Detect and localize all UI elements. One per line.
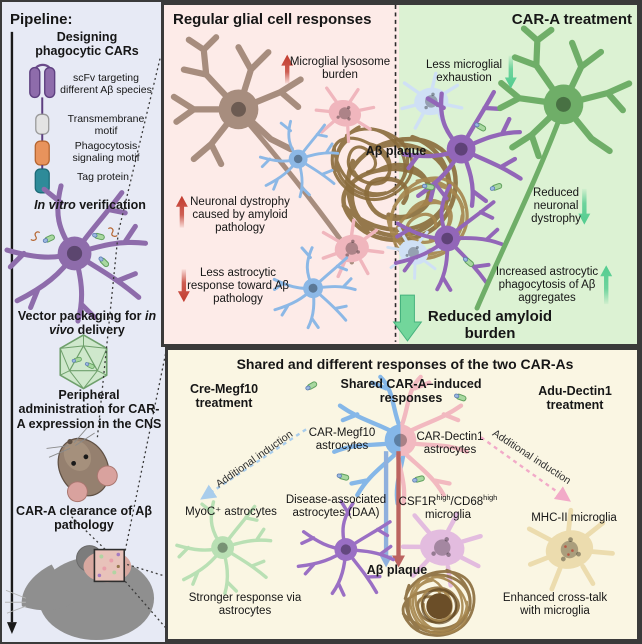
- invitro-rest: verification: [75, 198, 146, 212]
- step-vector-packaging: Vector packaging for in vivo delivery: [17, 309, 157, 338]
- reduced-dystrophy-label: Reduced neuronal dystrophy: [531, 187, 581, 226]
- shared-responses-label: Shared CAR-A–induced responses: [340, 377, 482, 406]
- increased-phagocytosis-label: Increased astrocytic phagocytosis of Aβ …: [495, 266, 599, 305]
- untreated-panel-title: Regular glial cell responses: [173, 11, 372, 28]
- signaling-motif-label: Phagocytosis signaling motif: [72, 140, 140, 164]
- transmembrane-label: Transmembrane motif: [67, 113, 145, 137]
- pipeline-title: Pipeline:: [10, 11, 73, 28]
- stronger-response-label: Stronger response via astrocytes: [188, 592, 302, 618]
- abeta-plaque-label-bottom: Aβ plaque: [366, 563, 428, 577]
- mhc2-microglia-label: MHC-II microglia: [531, 512, 617, 524]
- csf1r-cd68-microglia-label: CSF1Rhigh/CD68high microglia: [398, 493, 498, 521]
- car-dectin1-astrocytes-label: CAR-Dectin1 astrocytes: [416, 431, 484, 457]
- daa-label: Disease-associated astrocytes (DAA): [285, 494, 387, 520]
- adu-dectin1-treatment-label: Adu-Dectin1 treatment: [538, 384, 612, 413]
- abeta-plaque-label-top: Aβ plaque: [365, 144, 427, 158]
- step-car-clearance: CAR-A clearance of Aβ pathology: [16, 504, 152, 533]
- lysosome-burden-label: Microglial lysosome burden: [289, 56, 391, 82]
- tag-protein-label: Tag protein: [77, 171, 129, 183]
- shared-panel-title: Shared and different responses of the tw…: [236, 356, 574, 372]
- step-invitro: In vitro verification: [20, 198, 160, 212]
- step-designing-cars: Designing phagocytic CARs: [35, 30, 139, 59]
- car-megf10-astrocytes-label: CAR-Megf10 astrocytes: [308, 427, 376, 453]
- step-peripheral-administration: Peripheral administration for CAR-A expr…: [16, 388, 162, 431]
- less-astrocytic-label: Less astrocytic response toward Aβ patho…: [187, 267, 289, 306]
- reduced-amyloid-label: Reduced amyloid burden: [427, 308, 553, 343]
- scfv-label: scFv targeting different Aβ species: [60, 72, 152, 96]
- less-exhaustion-label: Less microglial exhaustion: [425, 59, 503, 85]
- invitro-italic: In vitro: [34, 198, 76, 212]
- treated-panel-title: CAR-A treatment: [511, 11, 632, 28]
- myoc-astrocytes-label: MyoC⁺ astrocytes: [185, 506, 277, 518]
- cre-megf10-treatment-label: Cre-Megf10 treatment: [189, 382, 259, 411]
- neuronal-dystrophy-label: Neuronal dystrophy caused by amyloid pat…: [190, 196, 290, 235]
- enhanced-crosstalk-label: Enhanced cross-talk with microglia: [502, 592, 608, 618]
